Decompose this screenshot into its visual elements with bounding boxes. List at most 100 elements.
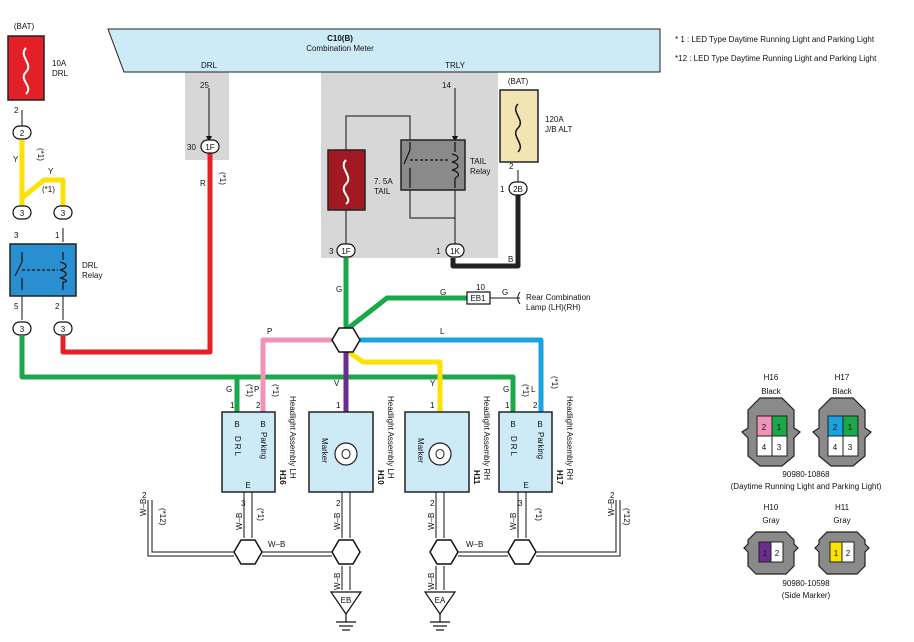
wb-label-1: W–B [139, 499, 148, 516]
fuse-drl-element [22, 47, 30, 95]
pin-left-2: 2 [142, 491, 147, 500]
wire-label-l: L [440, 327, 445, 336]
fuse-drl-name: DRL [52, 69, 69, 78]
rear-lamp-1: Rear Combination [526, 293, 590, 302]
ground-eb-triangle [329, 591, 363, 616]
legend-h10-connector [743, 531, 799, 575]
h11-id: H11 [472, 470, 481, 485]
h16-parking: Parking [259, 432, 268, 459]
ground-eb-icon [336, 614, 356, 631]
wire-black [450, 195, 521, 269]
ground-ea-label: EA [435, 596, 446, 605]
legend-part-1-desc: (Daytime Running Light and Parking Light… [731, 482, 882, 491]
combination-meter-box [107, 28, 661, 73]
h17-e: E [523, 481, 528, 490]
h17-pin2: 2 [533, 401, 538, 410]
mark-4: (*1) [245, 384, 254, 397]
fuse-tail-name: TAIL [374, 187, 391, 196]
eb1-label: EB1 [470, 294, 486, 303]
h16-name: Headlight Assembly LH [288, 396, 297, 479]
legend-h17-pin-a: 2 [833, 423, 838, 432]
drl-relay-label-1: DRL [82, 261, 99, 270]
mark-8: (*12) [158, 508, 167, 526]
tail-relay-contacts [403, 142, 459, 188]
pin-tail-3: 3 [329, 247, 334, 256]
wire-label-y: Y [430, 379, 436, 388]
legend-h11-pin-b: 2 [846, 549, 851, 558]
h11-pin2: 2 [430, 499, 435, 508]
h17-drl: DRL [509, 436, 518, 458]
h17-pin1: 1 [505, 401, 510, 410]
pin-10: 10 [476, 283, 485, 292]
mark-6: (*1) [521, 384, 530, 397]
legend-h10-pin-a: 1 [763, 549, 768, 558]
pin-meter-25: 25 [200, 81, 209, 90]
h16-b2: B [260, 420, 265, 429]
pin-meter-14: 14 [442, 81, 451, 90]
wire-label-g: G [336, 285, 342, 294]
wire-blue [360, 337, 544, 412]
fuse-tail [327, 149, 366, 211]
wire-label-h16p: P [254, 385, 259, 394]
wb-label-4: W–B [333, 513, 342, 530]
mark-3: (*1) [218, 172, 227, 185]
wire-label-h16g: G [226, 385, 232, 394]
legend-h17-connector [812, 397, 872, 467]
h16-b1: B [234, 420, 239, 429]
h10-id: H10 [376, 470, 385, 485]
legend-h16-color: Black [761, 387, 782, 396]
mark-11: (*12) [622, 508, 631, 526]
legend-h16-id: H16 [764, 373, 779, 382]
wire-label-b: B [508, 255, 513, 264]
h16-e: E [245, 481, 250, 490]
wire-label-y1: Y [13, 155, 19, 164]
h10-filament [341, 449, 351, 459]
legend-h16-pin-d: 3 [777, 443, 782, 452]
h17-name: Headlight Assembly RH [565, 396, 574, 480]
legend-h11-connector [814, 531, 870, 575]
note-12: *12 : LED Type Daytime Running Light and… [675, 54, 877, 63]
h17-id: H17 [555, 470, 564, 485]
legend-h17-pin-d: 3 [848, 443, 853, 452]
ground-wires [147, 492, 621, 590]
wire-label-h17g: G [503, 385, 509, 394]
h10-pin1: 1 [336, 401, 341, 410]
h11-filament [435, 449, 445, 459]
h10-pin2: 2 [336, 499, 341, 508]
drl-relay-label-2: Relay [82, 271, 102, 280]
legend-part-2-desc: (Side Marker) [782, 591, 831, 600]
wire-yellow-marker [344, 347, 443, 412]
fuse-drl [7, 35, 45, 101]
tail-relay [400, 139, 466, 191]
wire-green [19, 258, 516, 412]
legend-h10-id: H10 [764, 503, 779, 512]
h10-marker: Marker [320, 438, 329, 463]
mark-5: (*1) [271, 384, 280, 397]
conn-relay-3a: 3 [20, 209, 25, 218]
pin-relay-2: 2 [55, 302, 60, 311]
mark-2: (*1) [42, 185, 55, 194]
pin-drl-fuse-2: 2 [14, 106, 19, 115]
legend-h16-pin-c: 4 [762, 443, 767, 452]
fuse-drl-bat: (BAT) [14, 22, 35, 31]
fuse-tail-amp: 7. 5A [374, 177, 393, 186]
fuse-alt-amp: 120A [545, 115, 564, 124]
fuse-alt-name: J/B ALT [545, 125, 573, 134]
wire-label-g3: G [502, 288, 508, 297]
wire-pink [260, 337, 332, 412]
h11-bulb-icon [428, 442, 452, 466]
wire-red [60, 152, 213, 355]
headlight-h17 [498, 411, 553, 493]
wire-label-r: R [200, 179, 206, 188]
pin-relay-1: 1 [55, 231, 60, 240]
junction-main [331, 327, 361, 353]
meter-trly-terminal: TRLY [445, 61, 466, 70]
legend-h17-pin-c: 4 [833, 443, 838, 452]
conn-1f-bottom: 1F [341, 247, 350, 256]
eb1-connector [466, 291, 491, 305]
wb-label-9: W–B [333, 573, 342, 590]
wb-label-2: W–B [235, 513, 244, 530]
wb-label-5: W–B [427, 513, 436, 530]
h11-marker: Marker [416, 438, 425, 463]
mark-10: (*1) [534, 508, 543, 521]
